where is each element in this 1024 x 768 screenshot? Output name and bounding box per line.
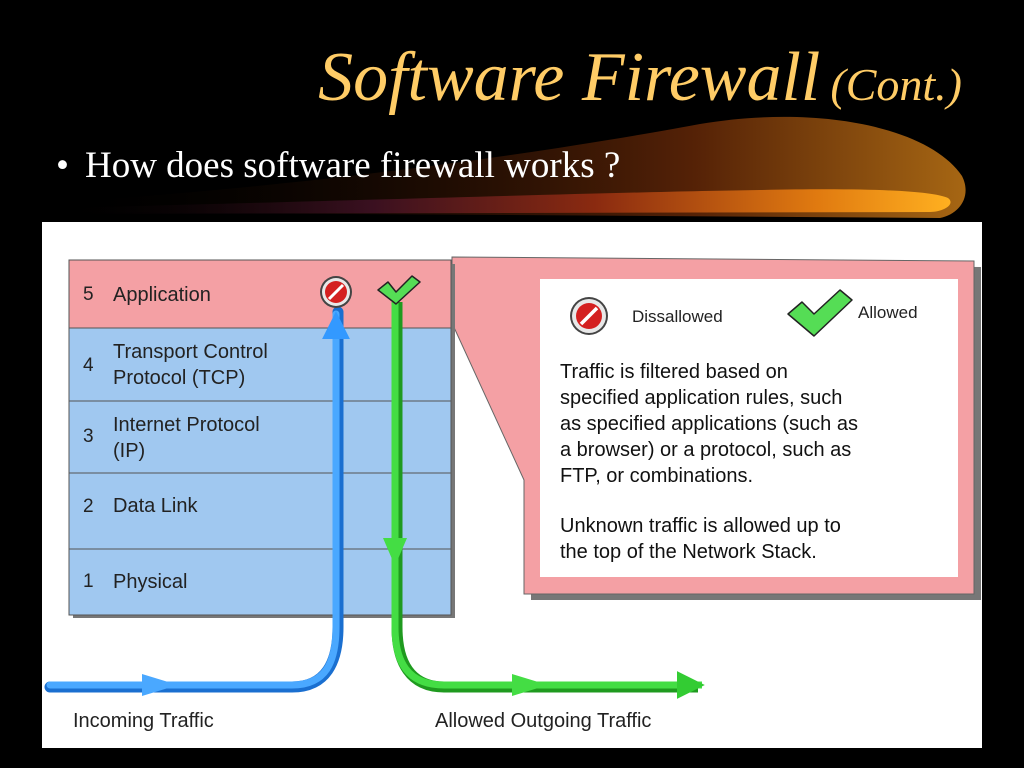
layer-data-link: 2 Data Link	[68, 472, 452, 550]
layer-num: 4	[83, 355, 94, 376]
bullet-dot: •	[56, 145, 69, 186]
legend-disallowed-label: Dissallowed	[632, 307, 723, 326]
bullet-question: • How does software firewall works ?	[56, 144, 620, 187]
layer-ip: 3 Internet Protocol (IP)	[68, 400, 452, 474]
callout-line: as specified applications (such as	[560, 413, 858, 435]
legend-allowed-icon	[787, 289, 853, 337]
legend-allowed-label: Allowed	[858, 303, 918, 322]
layer-label-line: Application	[113, 284, 211, 306]
layer-tcp: 4 Transport Control Protocol (TCP)	[68, 327, 452, 402]
allowed-check-icon	[377, 275, 421, 305]
firewall-diagram: 5 Application 4 Transport Control Protoc…	[44, 256, 981, 732]
layer-label-line: Data Link	[113, 495, 198, 517]
title-suffix: (Cont.)	[830, 59, 962, 110]
incoming-traffic-label: Incoming Traffic	[73, 710, 214, 732]
callout-line: Traffic is filtered based on	[560, 361, 788, 383]
layer-num: 1	[83, 571, 94, 592]
layer-label-line: (IP)	[113, 440, 145, 462]
callout-line: specified application rules, such	[560, 387, 842, 409]
layer-physical: 1 Physical	[68, 548, 452, 616]
incoming-traffic-arrow	[44, 306, 350, 696]
slide-title: Software Firewall(Cont.)	[318, 38, 962, 118]
callout-line: the top of the Network Stack.	[560, 541, 817, 563]
disallowed-icon	[320, 276, 352, 308]
callout-paragraph-2: Unknown traffic is allowed up to the top…	[560, 515, 841, 563]
layer-num: 3	[83, 426, 94, 447]
outgoing-traffic-arrow	[383, 302, 705, 699]
layer-label-line: Internet Protocol	[113, 414, 260, 436]
diagram-panel: 5 Application 4 Transport Control Protoc…	[42, 222, 982, 748]
callout-paragraph-1: Traffic is filtered based on specified a…	[560, 361, 858, 487]
network-stack: 5 Application 4 Transport Control Protoc…	[68, 259, 452, 616]
layer-num: 2	[83, 496, 94, 517]
layer-label-line: Protocol (TCP)	[113, 367, 245, 389]
callout-inner	[540, 279, 958, 577]
title-swoosh	[60, 116, 966, 218]
layer-label-line: Transport Control	[113, 341, 268, 363]
callout-line: FTP, or combinations.	[560, 465, 753, 487]
outgoing-traffic-label: Allowed Outgoing Traffic	[435, 710, 651, 732]
layer-label-line: Physical	[113, 571, 187, 593]
layer-num: 5	[83, 284, 94, 305]
legend-disallowed-icon	[570, 297, 608, 335]
title-main: Software Firewall	[318, 39, 821, 116]
bullet-text: How does software firewall works ?	[84, 145, 621, 186]
callout-line: Unknown traffic is allowed up to	[560, 515, 841, 537]
callout-line: a browser) or a protocol, such as	[560, 439, 851, 461]
